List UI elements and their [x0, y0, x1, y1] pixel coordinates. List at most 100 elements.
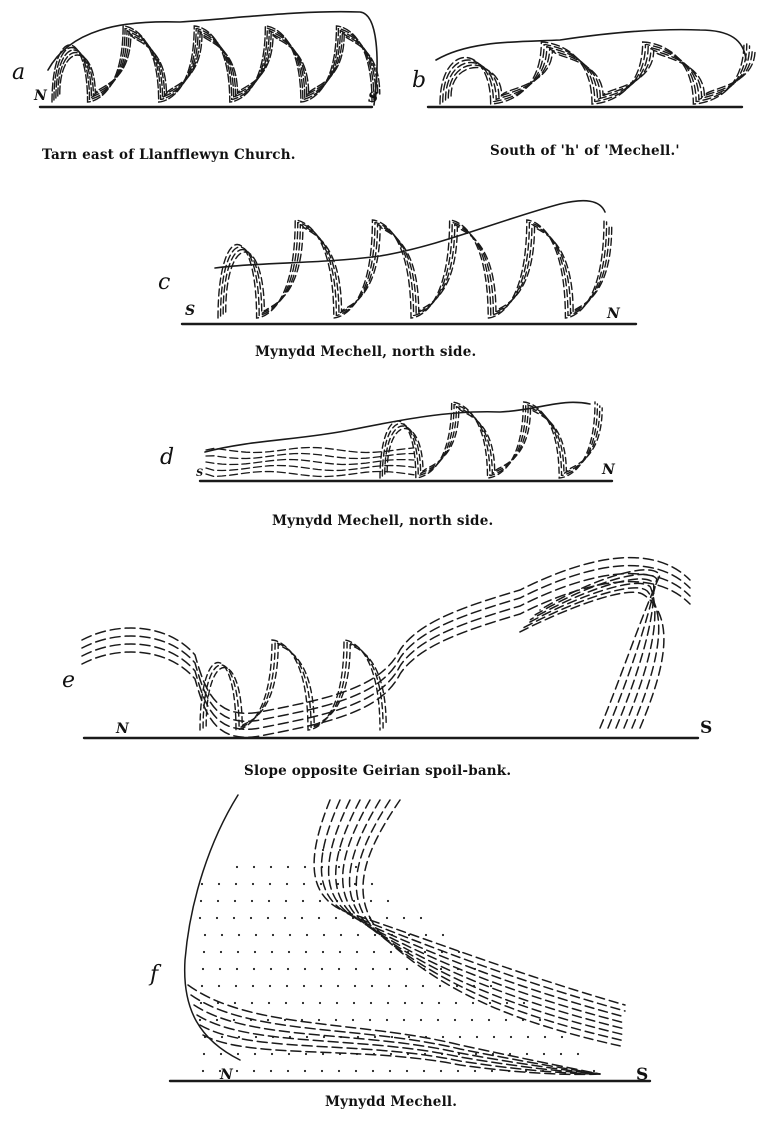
stipple-dot — [202, 968, 204, 970]
stipple-dot — [287, 866, 289, 868]
stipple-dot — [255, 934, 257, 936]
stipple-dot — [233, 1019, 235, 1021]
stipple-dot — [354, 985, 356, 987]
stipple-dot — [339, 951, 341, 953]
stipple-dot — [390, 1053, 392, 1055]
stipple-dot — [335, 1019, 337, 1021]
stratum-line — [363, 800, 625, 1047]
stratum-line — [321, 800, 625, 1011]
stipple-dot — [523, 1002, 525, 1004]
panel-f-drawing — [170, 795, 650, 1081]
stipple-dot — [319, 900, 321, 902]
stipple-dot — [203, 951, 205, 953]
stratum-line — [197, 1015, 600, 1074]
stipple-dot — [338, 1070, 340, 1072]
stipple-dot — [238, 934, 240, 936]
stipple-dot — [253, 968, 255, 970]
stipple-dot — [459, 1036, 461, 1038]
stipple-dot — [234, 1002, 236, 1004]
stipple-dot — [216, 1019, 218, 1021]
panel-b-outline — [436, 30, 746, 60]
stratum-line — [223, 224, 609, 314]
stipple-dot — [442, 1036, 444, 1038]
stipple-dot — [353, 1002, 355, 1004]
stipple-dot — [219, 968, 221, 970]
panel-d-drawing — [200, 402, 612, 481]
stipple-dot — [269, 883, 271, 885]
stipple-dot — [339, 849, 341, 851]
stratum-line — [82, 566, 690, 722]
stipple-dot — [593, 1070, 595, 1072]
stipple-dot — [234, 900, 236, 902]
stipple-dot — [423, 1070, 425, 1072]
stipple-dot — [335, 917, 337, 919]
stipple-dot — [356, 951, 358, 953]
panel-e-label: e — [62, 668, 75, 693]
panel-f-caption: Mynydd Mechell. — [325, 1094, 457, 1110]
stipple-dot — [268, 1002, 270, 1004]
stipple-dot — [251, 900, 253, 902]
stipple-dot — [236, 1070, 238, 1072]
stipple-dot — [271, 951, 273, 953]
stipple-dot — [543, 1053, 545, 1055]
stratum-line — [329, 800, 625, 1017]
stipple-dot — [476, 1036, 478, 1038]
stipple-dot — [318, 917, 320, 919]
panel-f-label: f — [150, 962, 158, 987]
stipple-dot — [560, 1053, 562, 1055]
stipple-dot — [439, 985, 441, 987]
panel-f-right-end: S — [636, 1065, 648, 1085]
panel-a-drawing — [40, 12, 380, 107]
stipple-dot — [371, 883, 373, 885]
stipple-dot — [420, 1019, 422, 1021]
stipple-dot — [321, 968, 323, 970]
stipple-dot — [304, 968, 306, 970]
stipple-dot — [271, 1053, 273, 1055]
stipple-dot — [254, 1053, 256, 1055]
stipple-dot — [270, 1070, 272, 1072]
stipple-dot — [455, 1002, 457, 1004]
stipple-dot — [267, 917, 269, 919]
stipple-dot — [270, 968, 272, 970]
stratum-line — [200, 640, 380, 730]
stipple-dot — [440, 1070, 442, 1072]
stipple-dot — [369, 1019, 371, 1021]
stipple-dot — [370, 900, 372, 902]
panel-e-left-end: N — [116, 721, 129, 737]
stipple-dot — [438, 1002, 440, 1004]
stipple-dot — [510, 1036, 512, 1038]
stipple-dot — [386, 1019, 388, 1021]
panel-d-right-end: N — [602, 462, 615, 478]
stipple-dot — [201, 985, 203, 987]
stipple-dot — [253, 866, 255, 868]
stratum-line — [82, 574, 690, 730]
stipple-dot — [251, 1002, 253, 1004]
stipple-dot — [387, 1002, 389, 1004]
stipple-dot — [405, 985, 407, 987]
stipple-dot — [373, 951, 375, 953]
stipple-dot — [322, 951, 324, 953]
stipple-dot — [236, 866, 238, 868]
stipple-dot — [253, 1070, 255, 1072]
stipple-dot — [390, 951, 392, 953]
stipple-dot — [305, 1053, 307, 1055]
stratum-line — [206, 454, 414, 459]
stipple-dot — [355, 968, 357, 970]
stipple-dot — [338, 866, 340, 868]
stipple-dot — [288, 951, 290, 953]
panel-f-outline — [185, 795, 240, 1060]
stipple-dot — [302, 1002, 304, 1004]
panel-c-drawing — [182, 201, 636, 324]
stipple-dot — [544, 1036, 546, 1038]
stipple-dot — [403, 1019, 405, 1021]
stipple-dot — [372, 1070, 374, 1072]
stipple-dot — [336, 1002, 338, 1004]
stipple-dot — [199, 1019, 201, 1021]
stipple-dot — [221, 1036, 223, 1038]
stipple-dot — [252, 883, 254, 885]
stipple-dot — [338, 968, 340, 970]
stipple-dot — [303, 883, 305, 885]
panel-e-drawing — [82, 558, 698, 738]
panel-a-label: a — [12, 60, 25, 85]
